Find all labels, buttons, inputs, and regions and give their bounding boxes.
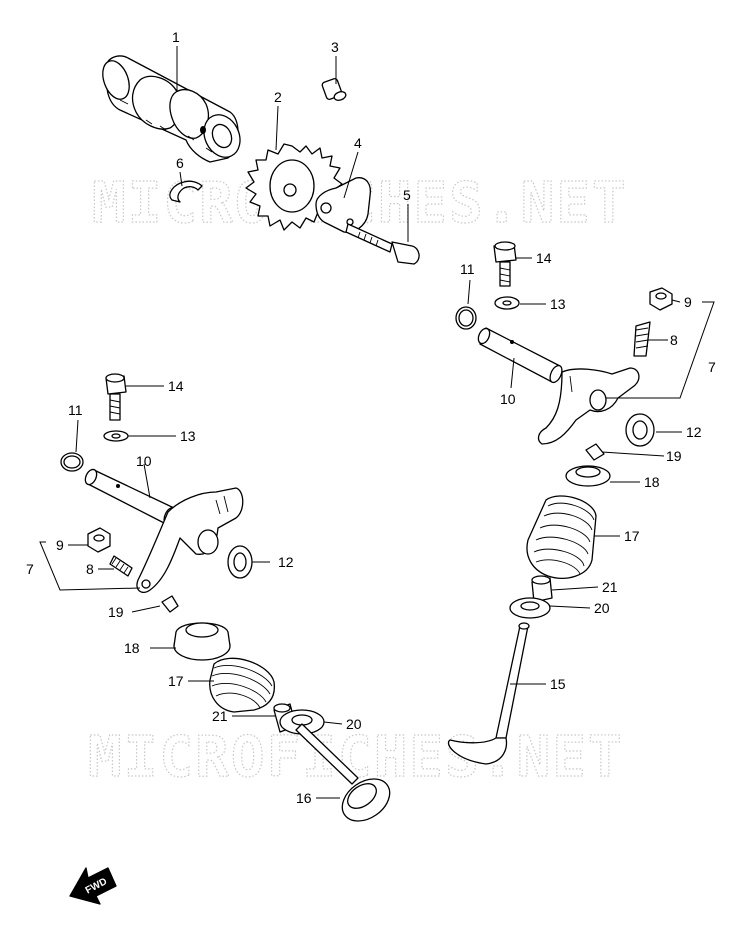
valve-intake-15 — [447, 622, 530, 765]
washer-right-12 — [625, 413, 655, 447]
callout-1: 1 — [172, 29, 180, 45]
rocker-shaft-right-10 — [477, 327, 563, 384]
retainer-right-18 — [565, 465, 611, 487]
callout-18-right: 18 — [644, 474, 660, 490]
spring-left-17 — [209, 657, 276, 713]
callout-12-left: 12 — [278, 554, 294, 570]
camshaft — [102, 55, 241, 163]
callout-12-right: 12 — [686, 424, 702, 440]
valve-exhaust-16 — [295, 723, 391, 822]
adjuster-nut-left-9 — [87, 527, 111, 553]
callout-21-left: 21 — [212, 708, 228, 724]
seal-right-21 — [531, 575, 553, 603]
forward-direction-arrow: FWD — [69, 867, 117, 905]
callout-18-left: 18 — [124, 640, 140, 656]
callout-9-right: 9 — [684, 294, 692, 310]
callout-10-right: 10 — [500, 391, 516, 407]
callout-2: 2 — [274, 89, 282, 105]
adjuster-screw-right-8 — [633, 321, 651, 357]
cotter-right-19 — [585, 443, 605, 461]
callout-16: 16 — [296, 790, 312, 806]
callout-6: 6 — [176, 155, 184, 171]
callout-20-right: 20 — [594, 600, 610, 616]
callout-19-right: 19 — [666, 448, 682, 464]
callout-17-right: 17 — [624, 528, 640, 544]
callout-7-left: 7 — [26, 561, 34, 577]
callout-14-right: 14 — [536, 250, 552, 266]
spring-right-17 — [526, 495, 597, 579]
rocker-shaft-left-10 — [84, 468, 177, 526]
washer-left-12 — [227, 545, 253, 579]
bolt — [345, 223, 420, 265]
callout-17-left: 17 — [168, 673, 184, 689]
cotter-left-19 — [161, 595, 179, 613]
bolt-right-14 — [493, 241, 517, 287]
seat-right-20 — [509, 597, 551, 619]
callout-4: 4 — [354, 135, 362, 151]
callout-9-left: 9 — [56, 537, 64, 553]
clip — [169, 180, 203, 203]
rocker-arm-left-7 — [136, 487, 244, 594]
callout-8-left: 8 — [86, 561, 94, 577]
callout-labels: 1 2 3 4 5 6 14 13 11 10 9 8 7 12 19 18 1… — [26, 29, 716, 806]
callout-11-left: 11 — [68, 402, 83, 418]
callout-20-left: 20 — [346, 716, 362, 732]
callout-5: 5 — [403, 187, 411, 203]
callout-19-left: 19 — [108, 604, 124, 620]
callout-8-right: 8 — [670, 332, 678, 348]
callout-14-left: 14 — [168, 378, 184, 394]
callout-3: 3 — [331, 39, 339, 55]
pin — [321, 78, 347, 101]
decompressor-plate — [315, 177, 372, 233]
callout-7-right: 7 — [708, 359, 716, 375]
callout-21-right: 21 — [602, 579, 618, 595]
callout-13-right: 13 — [550, 296, 566, 312]
callout-13-left: 13 — [180, 428, 196, 444]
adjuster-nut-right-9 — [649, 287, 673, 311]
bolt-left-14 — [105, 373, 127, 421]
callout-10-left: 10 — [136, 453, 152, 469]
callout-11-right: 11 — [460, 261, 475, 277]
leader-lines — [39, 46, 715, 799]
washer-right-13 — [494, 296, 520, 310]
rocker-arm-right-7 — [537, 367, 640, 445]
o-ring-left-11 — [60, 452, 84, 472]
callout-15: 15 — [550, 676, 566, 692]
adjuster-screw-left-8 — [109, 555, 133, 577]
o-ring-right-11 — [455, 306, 477, 330]
retainer-left-18 — [173, 622, 231, 661]
washer-left-13 — [103, 430, 129, 442]
